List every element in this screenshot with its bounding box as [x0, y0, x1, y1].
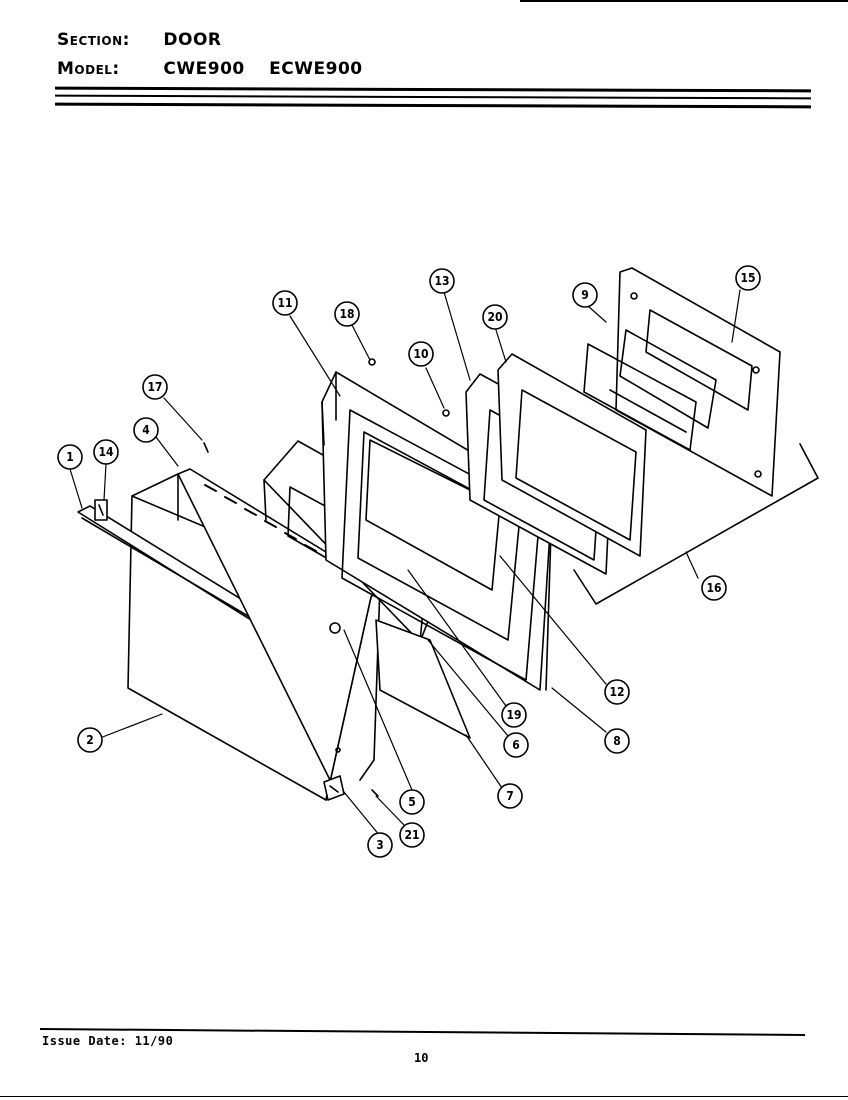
callout-21	[399, 822, 425, 848]
model-label: Model:	[57, 59, 120, 79]
screws	[203, 358, 450, 797]
callout-label-11: 11	[277, 296, 292, 310]
callout-label-18: 18	[339, 307, 354, 321]
callout-label-1: 1	[66, 450, 74, 464]
callout-label-12: 12	[609, 685, 624, 699]
leader-lines	[69, 289, 741, 837]
callout-4	[133, 417, 159, 443]
callout-14	[93, 439, 119, 465]
callout-label-17: 17	[147, 380, 162, 394]
section-value: DOOR	[163, 30, 222, 50]
hinge-bracket	[323, 775, 345, 801]
callout-5	[399, 789, 425, 815]
inner-glass	[365, 439, 501, 591]
callout-9	[572, 282, 598, 308]
inner-door-back	[583, 267, 781, 497]
callout-10	[408, 341, 434, 367]
assembly-bracket-lines	[573, 443, 819, 605]
callout-label-13: 13	[434, 274, 449, 288]
callout-16	[701, 575, 727, 601]
callout-20	[482, 304, 508, 330]
page-number: 10	[414, 1051, 429, 1065]
callout-11	[272, 290, 298, 316]
callout-19	[501, 702, 527, 728]
callout-label-3: 3	[376, 838, 384, 852]
callout-label-21: 21	[404, 828, 419, 842]
bottom-page-rule	[0, 1096, 848, 1097]
callout-label-20: 20	[487, 310, 502, 324]
callout-label-2: 2	[86, 733, 94, 747]
callout-17	[142, 374, 168, 400]
callout-12	[604, 679, 630, 705]
callout-2	[77, 727, 103, 753]
top-corner-rule	[520, 0, 848, 2]
callout-label-14: 14	[98, 445, 114, 459]
callout-label-19: 19	[506, 708, 521, 722]
issue-date: Issue Date: 11/90	[42, 1034, 174, 1048]
callout-label-4: 4	[142, 423, 150, 437]
callout-label-8: 8	[613, 734, 621, 748]
callout-label-7: 7	[506, 789, 514, 803]
callout-13	[429, 268, 455, 294]
model-value-1: CWE900	[163, 59, 245, 79]
model-value-2: ECWE900	[269, 59, 363, 79]
callout-label-10: 10	[413, 347, 428, 361]
section-label: Section:	[57, 30, 130, 50]
handle-end-cap	[94, 499, 108, 521]
callout-label-6: 6	[512, 738, 520, 752]
callout-1	[57, 444, 83, 470]
callout-label-9: 9	[581, 288, 589, 302]
callout-6	[503, 732, 529, 758]
callout-18	[334, 301, 360, 327]
callout-label-15: 15	[740, 271, 755, 285]
callout-15	[735, 265, 761, 291]
section-row: Section: DOOR	[57, 30, 240, 50]
glass-pack-rear	[497, 353, 647, 557]
callout-3	[367, 832, 393, 858]
callout-label-5: 5	[408, 795, 416, 809]
callout-label-16: 16	[706, 581, 721, 595]
callout-7	[497, 783, 523, 809]
callout-8	[604, 728, 630, 754]
model-row: Model: CWE900 ECWE900	[57, 59, 381, 79]
